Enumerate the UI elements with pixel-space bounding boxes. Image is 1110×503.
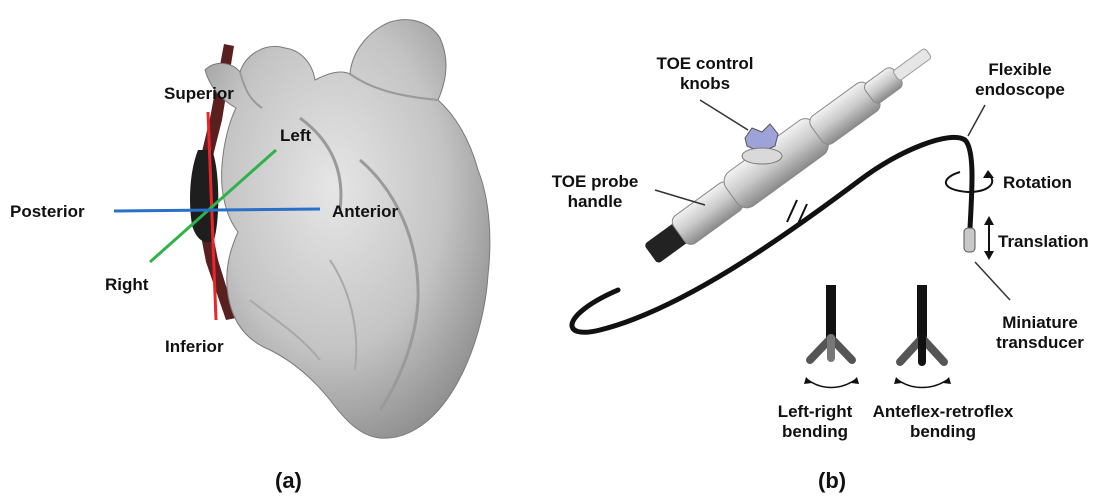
left-right-bending-icon xyxy=(804,285,859,388)
anteflex-retroflex-bending-label-line2: bending xyxy=(858,422,1028,442)
descending-aorta-shadow xyxy=(190,150,218,242)
left-right-bending-label: Left-right bending xyxy=(760,402,870,442)
transducer-callout xyxy=(975,262,1010,300)
probe-handle-label-line2: handle xyxy=(540,192,650,212)
panel-b-caption: (b) xyxy=(818,468,846,494)
miniature-transducer-label: Miniature transducer xyxy=(985,313,1095,353)
rotation-arrowhead xyxy=(983,170,994,178)
anterior-label: Anterior xyxy=(332,202,398,222)
heart xyxy=(205,20,490,438)
probe-handle-label-line1: TOE probe xyxy=(540,172,650,192)
inferior-label: Inferior xyxy=(165,337,224,357)
knobs-callout xyxy=(700,100,748,130)
flexible-endoscope-label: Flexible endoscope xyxy=(960,60,1080,100)
cable-break-mark xyxy=(787,200,797,222)
endoscope-callout xyxy=(968,105,985,136)
control-knobs-label-line1: TOE control xyxy=(640,54,770,74)
flexible-endoscope-label-line2: endoscope xyxy=(960,80,1080,100)
control-knobs-label-line2: knobs xyxy=(640,74,770,94)
heart-panel xyxy=(114,20,490,438)
flexible-endoscope-label-line1: Flexible xyxy=(960,60,1080,80)
translation-arrowhead-down xyxy=(984,251,994,260)
left-label: Left xyxy=(280,126,311,146)
probe-handle-label: TOE probe handle xyxy=(540,172,650,212)
control-knobs-label: TOE control knobs xyxy=(640,54,770,94)
rotation-label: Rotation xyxy=(1003,173,1072,193)
left-right-bending-label-line2: bending xyxy=(760,422,870,442)
miniature-transducer-label-line2: transducer xyxy=(985,333,1095,353)
anteflex-retroflex-bending-label: Anteflex-retroflex bending xyxy=(858,402,1028,442)
miniature-transducer xyxy=(964,228,975,252)
miniature-transducer-label-line1: Miniature xyxy=(985,313,1095,333)
right-label: Right xyxy=(105,275,148,295)
posterior-anterior-axis xyxy=(114,209,320,211)
posterior-label: Posterior xyxy=(10,202,85,222)
anteflex-retroflex-bending-icon xyxy=(894,285,951,388)
translation-label: Translation xyxy=(998,232,1089,252)
handle-callout xyxy=(655,190,705,205)
left-right-bending-label-line1: Left-right xyxy=(760,402,870,422)
anteflex-retroflex-bending-label-line1: Anteflex-retroflex xyxy=(858,402,1028,422)
panel-a-caption: (a) xyxy=(275,468,302,494)
translation-arrowhead-up xyxy=(984,216,994,225)
superior-label: Superior xyxy=(164,84,234,104)
